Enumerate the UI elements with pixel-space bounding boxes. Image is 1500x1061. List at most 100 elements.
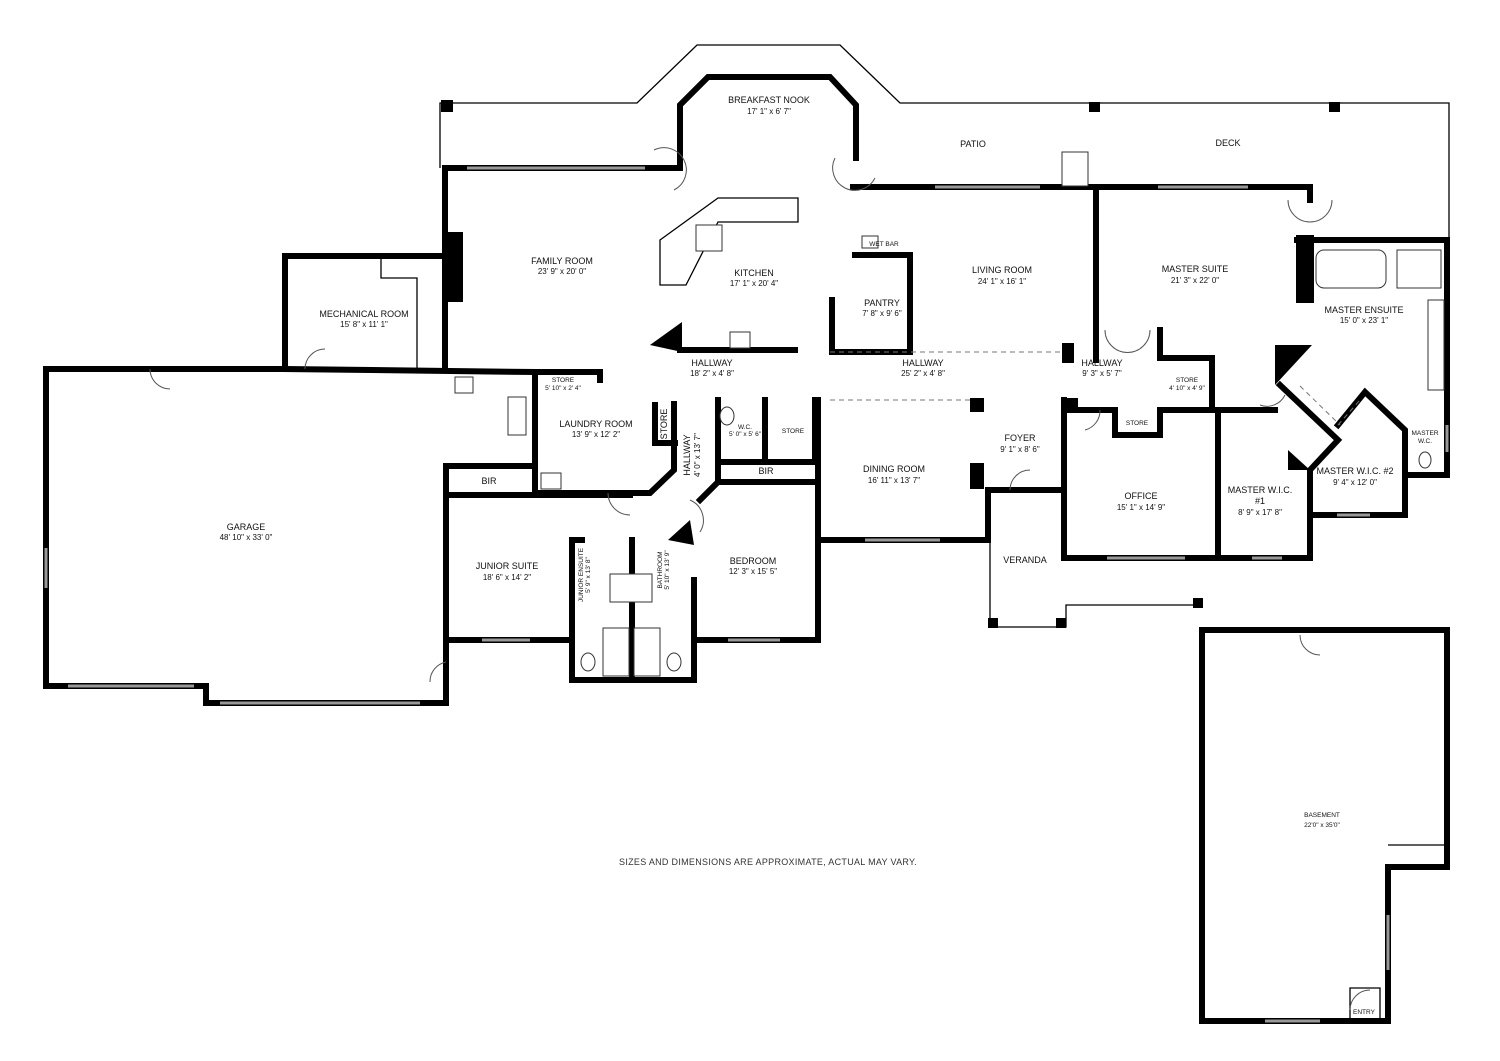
stairs-icon: [507, 396, 527, 436]
room-name: MASTER: [1411, 430, 1438, 437]
room-dimensions: 48' 10" x 33' 0": [220, 533, 273, 542]
room-bir-junior: BIR: [481, 476, 497, 486]
room-name: BREAKFAST NOOK: [728, 95, 810, 105]
wet-bar-sink-icon: [861, 235, 879, 249]
room-dimensions: 22'0" x 35'0": [1304, 822, 1340, 829]
stove-icon: [695, 224, 723, 252]
door[interactable]: [832, 157, 876, 191]
room-name: BASEMENT: [1304, 812, 1340, 819]
room-name: LAUNDRY ROOM: [559, 419, 632, 429]
doors: [149, 147, 1371, 1011]
room-bir-bedroom: BIR: [758, 466, 774, 476]
room-bedroom: BEDROOM 12' 3" x 15' 5": [729, 556, 777, 576]
disclaimer-note: SIZES AND DIMENSIONS ARE APPROXIMATE, AC…: [619, 857, 917, 867]
room-hallway-1: HALLWAY 18' 2" x 4' 8": [690, 358, 734, 378]
room-store-office: STORE: [1126, 420, 1149, 427]
room-dimensions: 13' 9" x 12' 2": [572, 430, 620, 439]
room-dimensions: 8' 9" x 17' 8": [1238, 508, 1282, 517]
patio-deck-outline: [439, 44, 1450, 240]
room-name: MASTER ENSUITE: [1324, 305, 1403, 315]
room-veranda: VERANDA: [1003, 555, 1047, 565]
room-basement: BASEMENT 22'0" x 35'0": [1304, 812, 1340, 829]
door[interactable]: [1259, 394, 1286, 407]
room-wc: W.C. 5' 0" x 5' 6": [729, 424, 762, 438]
washer-icon: [540, 472, 562, 490]
room-dimensions: 15' 8" x 11' 1": [340, 320, 388, 329]
door[interactable]: [653, 147, 687, 191]
room-name: JUNIOR SUITE: [476, 561, 539, 571]
room-dimensions: 9' 3" x 5' 7": [1082, 369, 1122, 378]
room-name: HALLWAY: [902, 358, 943, 368]
door[interactable]: [429, 661, 447, 683]
room-name: HALLWAY: [691, 358, 732, 368]
room-name: JUNIOR ENSUITE: [578, 547, 585, 602]
door[interactable]: [689, 499, 704, 533]
room-store-wc: STORE: [782, 428, 805, 435]
room-dimensions: 5' 10" x 13' 9": [664, 550, 671, 590]
room-patio: PATIO: [960, 139, 986, 149]
vanity-icon: [1427, 299, 1445, 391]
room-name: HALLWAY: [1081, 358, 1122, 368]
room-name: LIVING ROOM: [972, 265, 1032, 275]
room-master-ensuite: MASTER ENSUITE 15' 0" x 23' 1": [1324, 305, 1403, 325]
fixtures: [454, 151, 1445, 677]
room-pantry: PANTRY 7' 8" x 9' 6": [862, 298, 902, 318]
toilet-icon: [719, 406, 735, 426]
door[interactable]: [1104, 329, 1151, 353]
room-master-wic-1: MASTER W.I.C. #1 8' 9" x 17' 8": [1228, 485, 1293, 517]
room-dimensions: 4' 0" x 13' 7": [693, 433, 702, 477]
room-entry: ENTRY: [1353, 1009, 1376, 1016]
room-dimensions: 16' 11" x 13' 7": [868, 476, 920, 485]
room-breakfast-nook: BREAKFAST NOOK 17' 1" x 6' 7": [728, 95, 810, 116]
room-dimensions: 5' 0" x 5' 6": [729, 431, 762, 438]
room-family-room: FAMILY ROOM 23' 9" x 20' 0": [531, 256, 593, 276]
door[interactable]: [149, 368, 171, 390]
door[interactable]: [1287, 199, 1333, 223]
door[interactable]: [607, 492, 631, 516]
door[interactable]: [1349, 989, 1371, 1011]
room-name: BEDROOM: [730, 556, 777, 566]
room-deck: DECK: [1215, 138, 1240, 148]
toilet-icon: [666, 652, 682, 672]
room-master-suite: MASTER SUITE 21' 3" x 22' 0": [1162, 264, 1229, 285]
shower-icon: [633, 627, 661, 677]
room-mechanical-room: MECHANICAL ROOM 15' 8" x 11' 1": [319, 309, 408, 329]
room-hallway-4: HALLWAY 4' 0" x 13' 7": [682, 433, 702, 477]
room-kitchen: KITCHEN 17' 1" x 20' 4": [730, 268, 778, 288]
windows: [44, 166, 1449, 1023]
door[interactable]: [1009, 469, 1031, 491]
room-junior-suite: JUNIOR SUITE 18' 6" x 14' 2": [476, 561, 539, 582]
room-name: W.C.: [738, 424, 752, 431]
room-dimensions: 7' 8" x 9' 6": [862, 309, 902, 318]
room-labels: BREAKFAST NOOK 17' 1" x 6' 7" PATIO DECK…: [220, 95, 1439, 1016]
room-dimensions: 25' 2" x 4' 8": [901, 369, 945, 378]
water-heater-icon: [454, 376, 474, 394]
room-name: DINING ROOM: [863, 464, 925, 474]
toilet-icon: [1418, 451, 1432, 469]
room-dimensions: 9' 1" x 8' 6": [1000, 445, 1040, 454]
room-laundry-room: LAUNDRY ROOM 13' 9" x 12' 2": [559, 419, 632, 439]
room-name: MECHANICAL ROOM: [319, 309, 408, 319]
door[interactable]: [1299, 634, 1321, 656]
room-wet-bar: WET BAR: [869, 241, 899, 248]
room-name: BATHROOM: [657, 551, 664, 588]
room-name: STORE: [1176, 377, 1199, 384]
room-name: FOYER: [1004, 433, 1036, 443]
sink-icon: [609, 573, 653, 603]
room-living-room: LIVING ROOM 24' 1" x 16' 1": [972, 265, 1032, 286]
room-store-hall: STORE 4' 10" x 4' 9": [1169, 377, 1205, 392]
room-dining-room: DINING ROOM 16' 11" x 13' 7": [863, 464, 925, 485]
shower-icon: [1396, 249, 1442, 289]
room-dimensions: 15' 1" x 14' 9": [1117, 503, 1165, 512]
room-store-laundry-side: STORE: [659, 409, 669, 440]
room-name: KITCHEN: [734, 268, 774, 278]
room-dimensions: 23' 9" x 20' 0": [538, 267, 586, 276]
door[interactable]: [1084, 409, 1101, 431]
room-dimensions: 4' 10" x 4' 9": [1169, 385, 1205, 392]
room-name: FAMILY ROOM: [531, 256, 593, 266]
room-master-wic-2: MASTER W.I.C. #2 9' 4" x 12' 0": [1316, 466, 1393, 487]
stairs-icon: [1061, 151, 1089, 187]
door[interactable]: [304, 348, 326, 370]
thin-lines: [380, 197, 1447, 1021]
room-name: HALLWAY: [682, 434, 692, 475]
